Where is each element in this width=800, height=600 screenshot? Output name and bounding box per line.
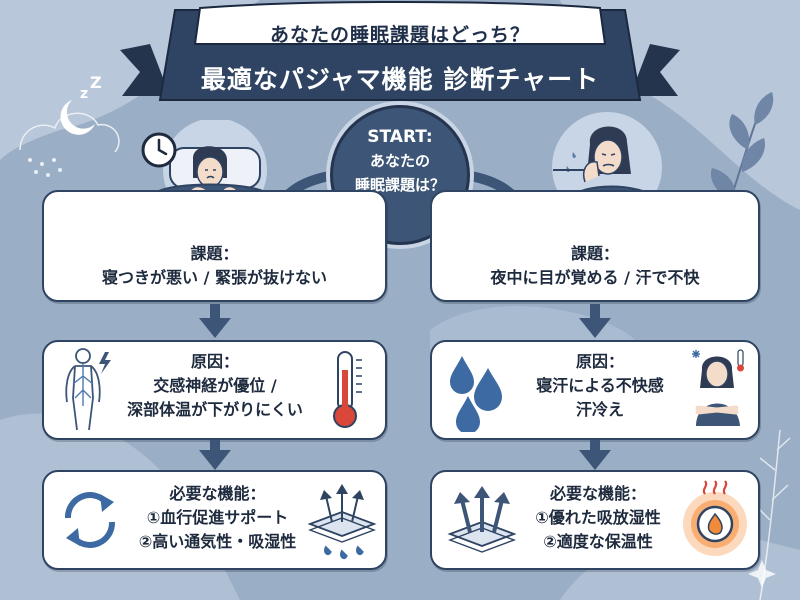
right-issue-text: 課題： 夜中に目が覚める / 汗で不快 (430, 242, 760, 290)
left-issue-box (42, 190, 387, 302)
arrow-down-icon (579, 450, 611, 470)
left-cause-text: 原因： 交感神経が優位 / 深部体温が下がりにくい (110, 350, 320, 422)
left-function-text: 必要な機能： ①血行促進サポート ②高い通気性・吸湿性 (110, 482, 325, 554)
left-arrow-2 (199, 440, 231, 470)
sparkle-decoration (748, 560, 776, 588)
right-function-line3: ②適度な保温性 (543, 532, 653, 551)
left-arrow-1 (199, 304, 231, 338)
snowflake-icon (692, 350, 700, 358)
left-cause-line2: 交感神経が優位 / (153, 376, 277, 395)
right-issue-line1: 課題： (570, 244, 619, 263)
start-line1: START: (367, 127, 433, 147)
right-cause-line3: 汗冷え (575, 400, 624, 419)
moisture-release-icon (447, 486, 517, 553)
banner-title: 最適なパジャマ機能 診断チャート (200, 65, 600, 94)
title-ribbon (120, 1, 680, 101)
breathable-fabric-icon (307, 484, 377, 560)
right-function-line2: ①優れた吸放湿性 (535, 508, 661, 527)
nervous-system-icon (65, 348, 111, 431)
lightning-icon (99, 352, 111, 374)
left-issue-line1: 課題： (190, 244, 239, 263)
right-issue-line2: 夜中に目が覚める / 汗で不快 (490, 268, 700, 287)
sweat-drops-icon (450, 356, 502, 432)
right-arrow-1 (579, 304, 611, 338)
start-line3: 睡眠課題は？ (354, 176, 445, 194)
svg-text:Z: Z (90, 73, 102, 92)
circulation-icon (65, 492, 115, 548)
left-issue-line2: 寝つきが悪い / 緊張が抜けない (102, 268, 327, 287)
cold-person-icon (692, 349, 744, 426)
arrow-down-icon (199, 318, 231, 338)
right-function-line1: 必要な機能： (549, 484, 646, 503)
right-cause-line1: 原因： (575, 352, 624, 371)
start-label: START: あなたの 睡眠課題は？ (330, 125, 470, 197)
left-cause-line3: 深部体温が下がりにくい (127, 400, 303, 419)
arrow-down-icon (199, 450, 231, 470)
right-issue-box (430, 190, 760, 302)
banner-subtitle: あなたの睡眠課題はどっち？ (269, 24, 530, 46)
right-arrow-2 (579, 440, 611, 470)
right-cause-line2: 寝汗による不快感 (536, 376, 664, 395)
right-function-text: 必要な機能： ①優れた吸放湿性 ②適度な保温性 (518, 482, 678, 554)
right-cause-text: 原因： 寝汗による不快感 汗冷え (520, 350, 680, 422)
start-line2: あなたの (369, 152, 430, 170)
left-issue-text: 課題： 寝つきが悪い / 緊張が抜けない (42, 242, 387, 290)
warmth-icon (683, 480, 747, 556)
left-function-line1: 必要な機能： (169, 484, 266, 503)
left-function-line3: ②高い通気性・吸湿性 (138, 532, 297, 551)
clock-icon (141, 132, 177, 168)
arrow-down-icon (579, 318, 611, 338)
left-cause-line1: 原因： (190, 352, 239, 371)
moon-icon (60, 100, 95, 135)
thermometer-icon (333, 351, 362, 428)
svg-text:z: z (80, 86, 88, 102)
left-function-line2: ①血行促進サポート (146, 508, 289, 527)
cloud-moon-decoration (19, 112, 120, 153)
